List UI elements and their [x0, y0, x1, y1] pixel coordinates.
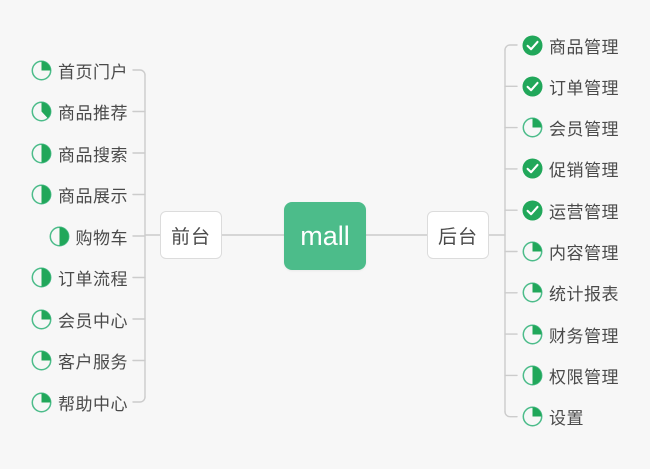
leaf-item[interactable]: 首页门户	[10, 57, 128, 83]
branch-node-frontend-label: 前台	[170, 226, 211, 248]
leaf-item-label: 商品搜索	[58, 145, 128, 165]
leaf-item-label: 客户服务	[58, 353, 128, 372]
leaf-item[interactable]: 会员中心	[10, 306, 128, 332]
leaf-item[interactable]: 内容管理	[522, 239, 646, 265]
leaf-item[interactable]: 权限管理	[522, 362, 646, 388]
pie-progress-icon	[31, 184, 52, 205]
leaf-item-label: 商品展示	[58, 187, 128, 206]
leaf-item-label: 首页门户	[58, 62, 128, 82]
branch-node-backend[interactable]: 后台	[427, 211, 489, 259]
check-circle-icon	[522, 158, 543, 179]
pie-progress-icon	[49, 226, 70, 247]
leaf-item[interactable]: 客户服务	[10, 348, 128, 374]
leaf-item[interactable]: 订单流程	[10, 265, 128, 291]
leaf-item-label: 运营管理	[549, 202, 619, 222]
leaf-item-label: 权限管理	[549, 367, 619, 387]
root-node-mall[interactable]: mall	[284, 202, 366, 270]
branch-node-frontend[interactable]: 前台	[160, 211, 222, 259]
check-circle-icon	[522, 200, 543, 221]
root-node-label: mall	[300, 220, 350, 251]
leaf-item-label: 统计报表	[549, 285, 619, 305]
leaf-item-label: 商品管理	[549, 37, 619, 57]
leaf-item[interactable]: 购物车	[10, 223, 128, 249]
leaf-item-label: 会员中心	[58, 311, 128, 331]
leaf-item-label: 帮助中心	[58, 394, 128, 414]
pie-progress-icon	[31, 101, 52, 122]
pie-progress-icon	[522, 365, 543, 386]
leaf-item-label: 设置	[549, 409, 584, 429]
pie-progress-icon	[31, 392, 52, 413]
leaf-item-label: 订单管理	[549, 78, 619, 98]
pie-progress-icon	[522, 282, 543, 303]
pie-progress-icon	[522, 241, 543, 262]
leaf-item-label: 财务管理	[549, 326, 619, 346]
leaf-item-label: 购物车	[75, 228, 128, 248]
leaf-item[interactable]: 运营管理	[522, 197, 646, 223]
pie-progress-icon	[522, 117, 543, 138]
leaf-item[interactable]: 统计报表	[522, 280, 646, 306]
branch-node-backend-label: 后台	[437, 226, 478, 248]
pie-progress-icon	[522, 324, 543, 345]
leaf-item[interactable]: 商品展示	[10, 182, 128, 208]
pie-progress-icon	[522, 406, 543, 427]
leaf-item[interactable]: 商品搜索	[10, 140, 128, 166]
leaf-item[interactable]: 促销管理	[522, 156, 646, 182]
leaf-item[interactable]: 帮助中心	[10, 389, 128, 415]
check-circle-icon	[522, 35, 543, 56]
pie-progress-icon	[31, 60, 52, 81]
leaf-item-label: 商品推荐	[58, 104, 128, 123]
leaf-item[interactable]: 商品推荐	[10, 99, 128, 125]
leaf-item-label: 会员管理	[549, 120, 619, 140]
leaf-item[interactable]: 商品管理	[522, 32, 646, 58]
leaf-item[interactable]: 财务管理	[522, 321, 646, 347]
leaf-item-label: 促销管理	[549, 161, 619, 181]
leaf-item[interactable]: 设置	[522, 404, 646, 430]
pie-progress-icon	[31, 143, 52, 164]
leaf-item[interactable]: 订单管理	[522, 73, 646, 99]
pie-progress-icon	[31, 309, 52, 330]
pie-progress-icon	[31, 350, 52, 371]
check-circle-icon	[522, 76, 543, 97]
leaf-item[interactable]: 会员管理	[522, 115, 646, 141]
leaf-item-label: 内容管理	[549, 244, 619, 263]
leaf-item-label: 订单流程	[58, 270, 128, 289]
pie-progress-icon	[31, 267, 52, 288]
